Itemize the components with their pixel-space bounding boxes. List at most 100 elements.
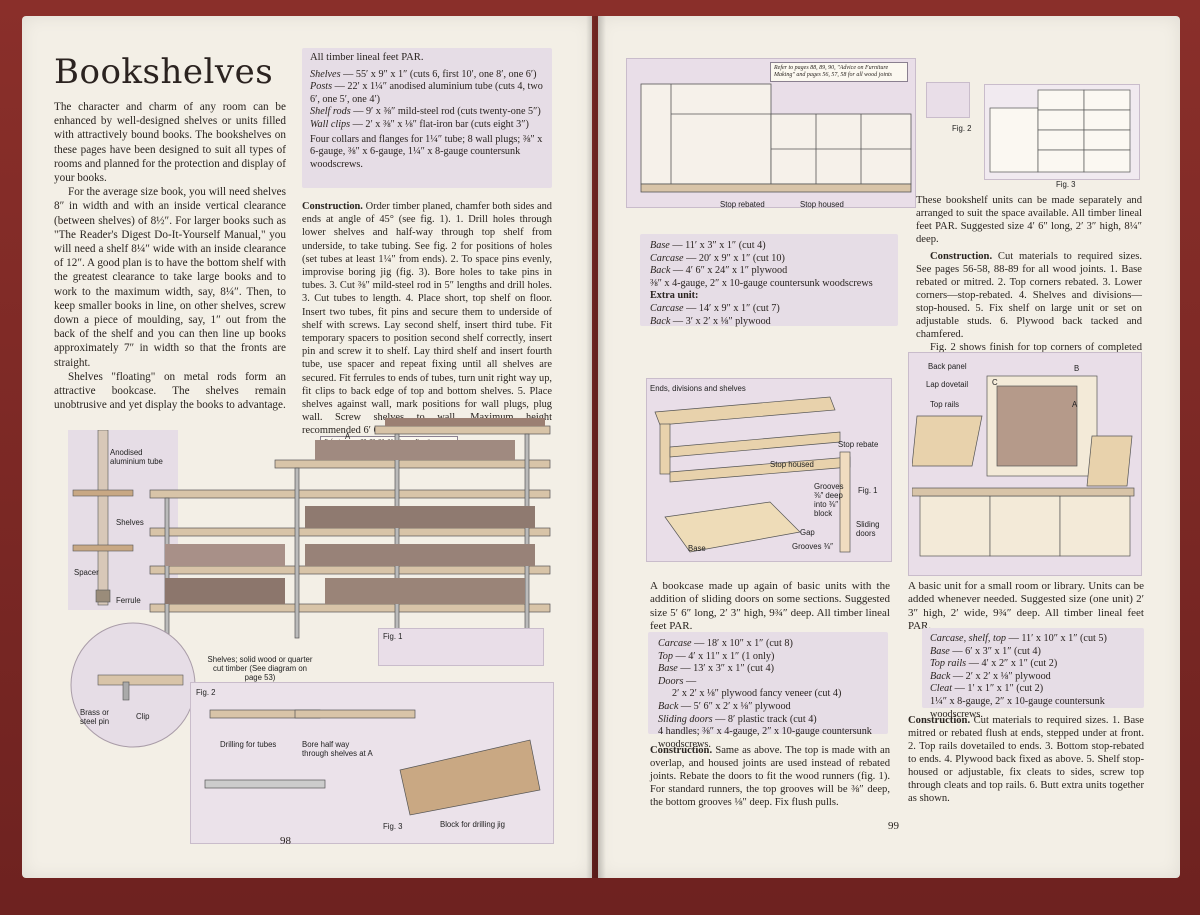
shelf-materials-box: All timber lineal feet PAR. Shelves — 55… xyxy=(302,48,552,188)
stop-housed-label-2: Stop housed xyxy=(770,460,814,469)
clip-detail-circle xyxy=(70,622,196,748)
materials-row: 1¼″ x 8-gauge, 2″ x 10-gauge countersunk… xyxy=(930,695,1105,720)
construction-heading: Construction. xyxy=(302,201,363,212)
construction-text: Construction. Order timber planed, chamf… xyxy=(302,200,552,438)
materials-row: Back — 5′ 6″ x 2′ x ⅛″ plywood xyxy=(658,700,791,712)
bottom-shelf xyxy=(669,456,851,483)
shelves-label: Shelves xyxy=(116,518,144,527)
basic-materials-box: Carcase, shelf, top — 11′ x 10″ x 1″ (cu… xyxy=(922,628,1144,720)
materials-heading: All timber lineal feet PAR. xyxy=(310,52,424,63)
shelf-board xyxy=(294,709,416,719)
sliding-label: Sliding doors xyxy=(856,520,880,538)
fig3-label: Fig. 3 xyxy=(383,822,403,831)
drilling-jig-diagram xyxy=(204,709,541,816)
materials-row: 2′ x 2′ x ⅛″ plywood fancy veneer (cut 4… xyxy=(672,688,842,700)
materials-row: Posts — 22′ x 1¼″ anodised aluminium tub… xyxy=(310,81,543,105)
stop-rebated-label: Stop rebated xyxy=(720,200,765,209)
label-a: A xyxy=(345,432,351,441)
ends-title-label: Ends, divisions and shelves xyxy=(650,384,746,393)
aluminium-tube xyxy=(97,430,109,606)
materials-row: Doors — xyxy=(658,675,697,687)
post-detail-diagram xyxy=(68,430,178,610)
materials-row: Carcase, shelf, top — 11′ x 10″ x 1″ (cu… xyxy=(930,633,1107,644)
materials-row: Carcase — 20′ x 9″ x 1″ (cut 10) xyxy=(650,252,785,264)
shelf-5 xyxy=(149,565,551,575)
shelf-2 xyxy=(274,459,551,469)
jig-block xyxy=(399,739,541,816)
post xyxy=(524,433,530,635)
materials-row: Wall clips — 2′ x ⅜″ x ⅛″ flat-iron bar … xyxy=(310,118,529,130)
page-title: Bookshelves xyxy=(54,52,274,92)
materials-row: Base — 11′ x 3″ x 1″ (cut 4) xyxy=(650,240,766,251)
intro-paragraph-1: The character and charm of any room can … xyxy=(54,101,286,185)
middle-shelf xyxy=(669,431,841,458)
post xyxy=(164,497,170,639)
shelf-top xyxy=(374,425,551,435)
label-c-right: C xyxy=(992,378,998,387)
bore-label: Bore half way through shelves at A xyxy=(302,740,373,758)
materials-row: Carcase — 14′ x 9″ x 1″ (cut 7) xyxy=(650,302,780,314)
shelf-3 xyxy=(149,489,551,499)
end-panel xyxy=(659,423,671,475)
fig2-corner-box xyxy=(926,82,970,118)
clip-label: Clip xyxy=(136,712,150,721)
gap-label: Gap xyxy=(800,528,815,537)
fig1-right-label: Fig. 1 xyxy=(858,486,878,495)
books-row xyxy=(165,418,545,604)
grooves-label: Grooves ⅜″ deep into ⅜″ block xyxy=(814,482,844,518)
post-detail-bg xyxy=(68,430,178,610)
spacer-label: Spacer xyxy=(74,568,99,577)
suggested-additions-diagram xyxy=(989,89,1131,173)
lap-dovetail-label: Lap dovetail xyxy=(926,380,969,389)
unit-materials-box: Base — 11′ x 3″ x 1″ (cut 4) Carcase — 2… xyxy=(640,234,898,327)
page-number-left: 98 xyxy=(280,835,291,847)
fig3-right-label: Fig. 3 xyxy=(1056,180,1076,189)
materials-row: Shelf rods — 9′ x ⅜″ mild-steel rod (cut… xyxy=(310,106,541,118)
materials-row: Back — 4′ 6″ x 24″ x 1″ plywood xyxy=(650,265,788,277)
construction-body: Order timber planed, chamfer both sides … xyxy=(302,201,552,437)
ferrule-label: Ferrule xyxy=(116,596,141,605)
label-b-right: B xyxy=(1074,364,1080,373)
tube xyxy=(204,779,326,789)
top-board xyxy=(654,396,836,426)
base-frame xyxy=(664,501,801,553)
tall-unit xyxy=(640,83,772,185)
materials-row: Cleat — 1′ x 1″ x 1″ (cut 2) xyxy=(930,683,1044,695)
materials-row: Base — 6′ x 3″ x 1″ (cut 4) xyxy=(930,645,1041,657)
stop-rebate-label: Stop rebate xyxy=(838,440,879,449)
book-gutter xyxy=(586,16,606,878)
intro-paragraph-3: Shelves "floating" on metal rods form an… xyxy=(54,370,286,412)
shelves-caption: Shelves; solid wood or quarter cut timbe… xyxy=(207,655,313,682)
materials-row: Extra unit: xyxy=(650,290,699,302)
shelf-bottom xyxy=(149,603,551,613)
materials-row: ⅜″ x 4-gauge, 2″ x 10-gauge countersunk … xyxy=(650,277,873,289)
materials-row: Carcase — 18′ x 10″ x 1″ (cut 8) xyxy=(658,638,793,649)
grooves2-label: Grooves ⅜″ xyxy=(792,542,833,551)
materials-row: 4 handles; ⅜″ x 4-gauge, 2″ x 10-gauge c… xyxy=(658,726,872,750)
fig2-right-label: Fig. 2 xyxy=(952,124,972,133)
top-rails-label: Top rails xyxy=(930,400,960,409)
sliding-door-section xyxy=(839,451,851,553)
bookcase-materials-box: Carcase — 18′ x 10″ x 1″ (cut 8) Top — 4… xyxy=(648,632,888,750)
materials-row: Sliding doors — 8′ plastic track (cut 4) xyxy=(658,713,817,725)
brass-label: Brass or steel pin xyxy=(80,708,110,726)
end-joint xyxy=(1086,435,1133,487)
block-label: Block for drilling jig xyxy=(440,820,505,829)
materials-row: Base — 13′ x 3″ x 1″ (cut 4) xyxy=(658,663,774,675)
dovetail-joint xyxy=(912,415,983,467)
shelf-section xyxy=(72,544,134,552)
unit-construction: Construction. Cut materials to required … xyxy=(916,251,1142,340)
fig2-label: Fig. 2 xyxy=(196,688,216,697)
shelf-section xyxy=(72,489,134,497)
unit-books xyxy=(996,385,1078,467)
unit-intro: These bookshelf units can be made separa… xyxy=(916,195,1142,245)
post xyxy=(294,467,300,639)
materials-row: Shelves — 55′ x 9″ x 1″ (cuts 6, first 1… xyxy=(310,68,537,80)
materials-row: Back — 2′ x 2′ x ⅛″ plywood xyxy=(930,670,1051,682)
fig1-box xyxy=(378,628,544,666)
fig1-label: Fig. 1 xyxy=(383,632,403,641)
stop-housed-label: Stop housed xyxy=(800,200,844,209)
intro-text: The character and charm of any room can … xyxy=(54,100,286,412)
ferrule xyxy=(95,589,111,603)
floating-shelves-illustration xyxy=(149,418,551,639)
